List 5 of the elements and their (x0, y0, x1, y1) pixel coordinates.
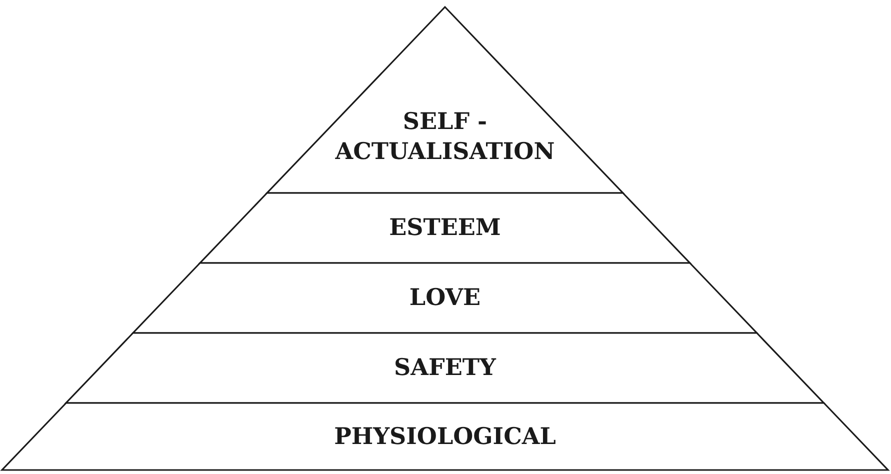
level-label: LOVE (409, 283, 481, 313)
level-label: ESTEEM (389, 213, 501, 243)
level-label: PHYSIOLOGICAL (334, 422, 556, 452)
level-label: SAFETY (394, 353, 496, 383)
level-label: SELF - ACTUALISATION (334, 107, 556, 167)
